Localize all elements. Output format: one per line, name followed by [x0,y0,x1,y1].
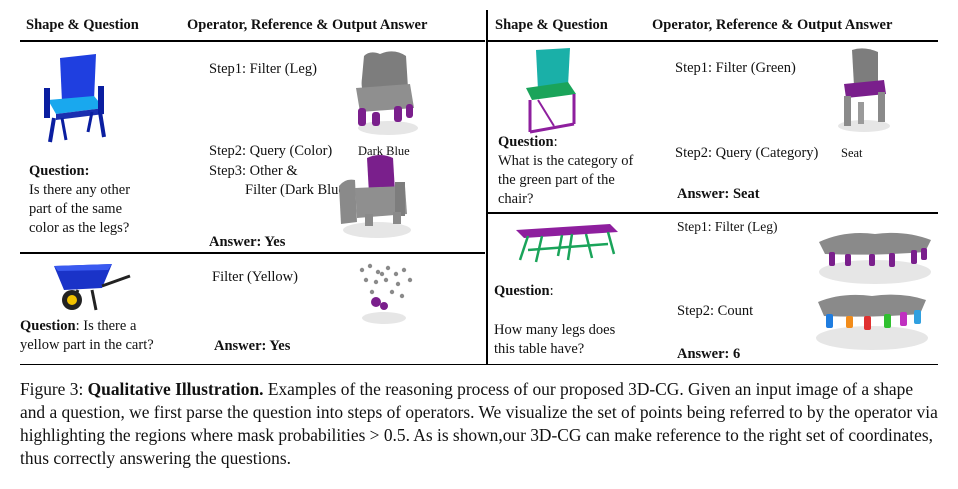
panel4-question: How many legs does this table have? [494,321,664,359]
figure-number: Figure 3: [20,379,84,399]
panel2-step1: Filter (Yellow) [212,269,298,285]
pointcloud-chair-seat [838,48,890,132]
panel3-answer: Answer: Seat [677,186,760,202]
question-line: the green part of the [498,172,615,188]
question-label: Question [20,318,76,334]
question-line: Question: [498,133,668,152]
panel4-step2: Step2: Count [677,303,754,319]
pointcloud-table-count [816,294,928,350]
panel1-step2: Step2: Query (Color) [209,143,333,159]
figure-title: Qualitative Illustration. [87,379,264,399]
panel3-step2-result: Seat [841,146,863,160]
pointcloud-cart-yellow [359,263,413,324]
panel2-answer: Answer: Yes [214,338,291,354]
question-label: Question: [29,163,90,179]
table-image [516,224,618,263]
pointcloud-chair-dark-blue [339,155,411,238]
panel2-question: Question: Is there a yellow part in the … [20,317,190,355]
column-divider [486,10,488,365]
green-chair-image [526,48,576,134]
blue-chair-image [44,54,106,143]
panel4-answer: Answer: 6 [677,346,741,362]
question-text: : Is there a [75,318,137,334]
question-line: yellow part in the cart? [20,337,154,353]
question-line: part of the same [29,201,123,217]
panel3-step1: Step1: Filter (Green) [675,60,796,76]
question-line: Question: Is there a [20,317,190,336]
header-operator-left: Operator, Reference & Output Answer [187,17,428,33]
wheelbarrow-image [54,264,131,311]
pointcloud-table-legs [819,232,931,284]
panel1-step3b: Filter (Dark Blue) [245,182,350,198]
top-rule [20,40,485,42]
question-line: What is the category of [498,153,634,169]
question-line: chair? [498,191,534,207]
question-line: Is there any other [29,182,131,198]
row-divider-left [20,252,485,254]
top-rule-right [488,40,938,42]
question-colon: : [553,134,558,150]
question-line: this table have? [494,341,585,357]
header-shape-question-left: Shape & Question [26,17,139,33]
header-operator-right: Operator, Reference & Output Answer [652,17,893,33]
question-label: Question [494,283,550,299]
question-line: How many legs does [494,322,616,338]
panel1-step1: Step1: Filter (Leg) [209,61,317,77]
panel4-question-label: Question: [494,282,554,301]
bottom-rule [20,364,938,365]
question-colon: : [549,283,554,299]
figure-caption: Figure 3: Qualitative Illustration. Exam… [20,378,942,470]
question-label: Question [498,134,554,150]
panel1-step3a: Step3: Other & [209,163,298,179]
row-divider-right [488,212,938,214]
panel1-question: Question: Is there any other part of the… [29,162,179,238]
pointcloud-chair-legs [356,51,418,135]
panel1-step2-result: Dark Blue [358,144,410,158]
panel4-step1: Step1: Filter (Leg) [677,219,778,234]
panel3-step2: Step2: Query (Category) [675,145,819,161]
panel3-question: Question: What is the category of the gr… [498,133,668,209]
question-line: color as the legs? [29,220,130,236]
figure-body: Examples of the reasoning process of our… [20,379,938,468]
header-shape-question-right: Shape & Question [495,17,608,33]
panel1-answer: Answer: Yes [209,234,286,250]
